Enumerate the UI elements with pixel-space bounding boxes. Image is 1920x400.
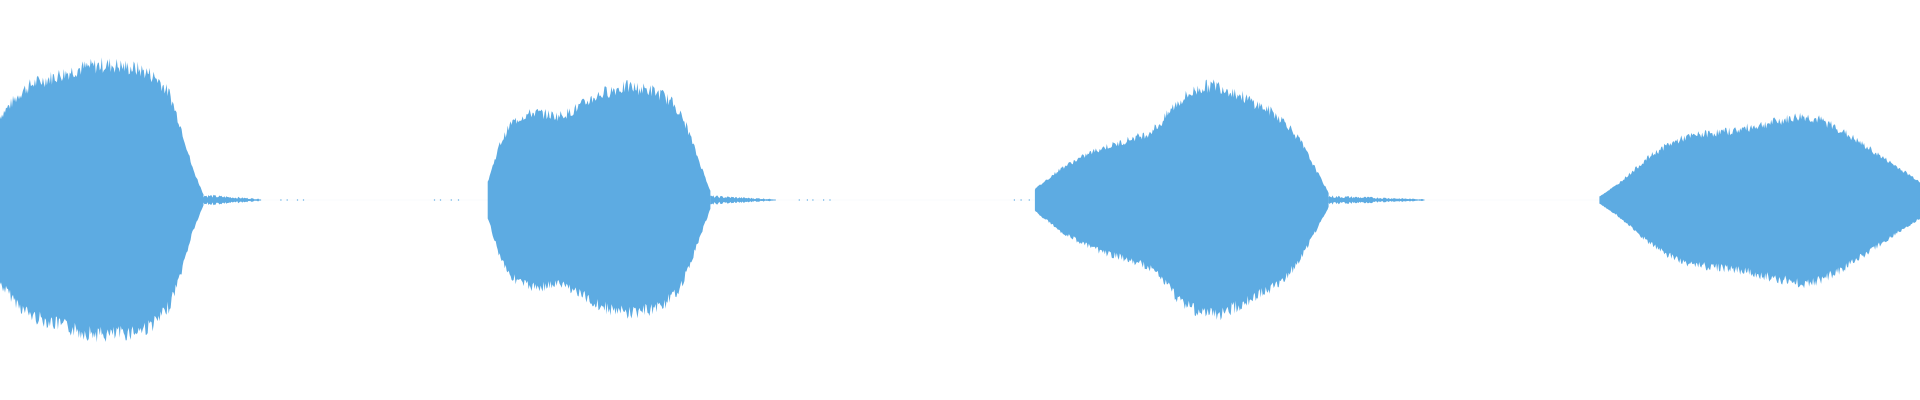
segment-4-waveform	[1599, 112, 1920, 289]
noise-dot	[1013, 199, 1015, 201]
noise-dot	[296, 199, 299, 201]
segment-3-tail	[1328, 195, 1425, 205]
noise-dot	[823, 199, 825, 201]
noise-dot	[286, 199, 288, 201]
noise-dot	[450, 199, 452, 201]
noise-dots-3	[798, 199, 831, 201]
noise-dot	[433, 199, 436, 201]
noise-dots-1	[280, 199, 305, 201]
noise-dot	[1028, 199, 1030, 201]
noise-dot	[798, 199, 800, 201]
noise-dots-4	[1013, 199, 1030, 201]
segment-1-waveform	[0, 57, 204, 343]
noise-dot	[1020, 199, 1022, 201]
segment-1-tail	[203, 194, 262, 206]
segment-3-waveform	[1034, 79, 1329, 321]
segment-2-waveform	[487, 80, 711, 319]
segment-2-tail	[710, 195, 776, 205]
noise-dot	[457, 199, 460, 201]
noise-dot	[439, 199, 442, 201]
noise-dot	[280, 199, 282, 201]
noise-dot	[806, 199, 808, 201]
noise-dots-2	[433, 199, 460, 201]
noise-dot	[812, 199, 814, 201]
noise-dot	[302, 199, 305, 201]
noise-dot	[829, 199, 831, 201]
